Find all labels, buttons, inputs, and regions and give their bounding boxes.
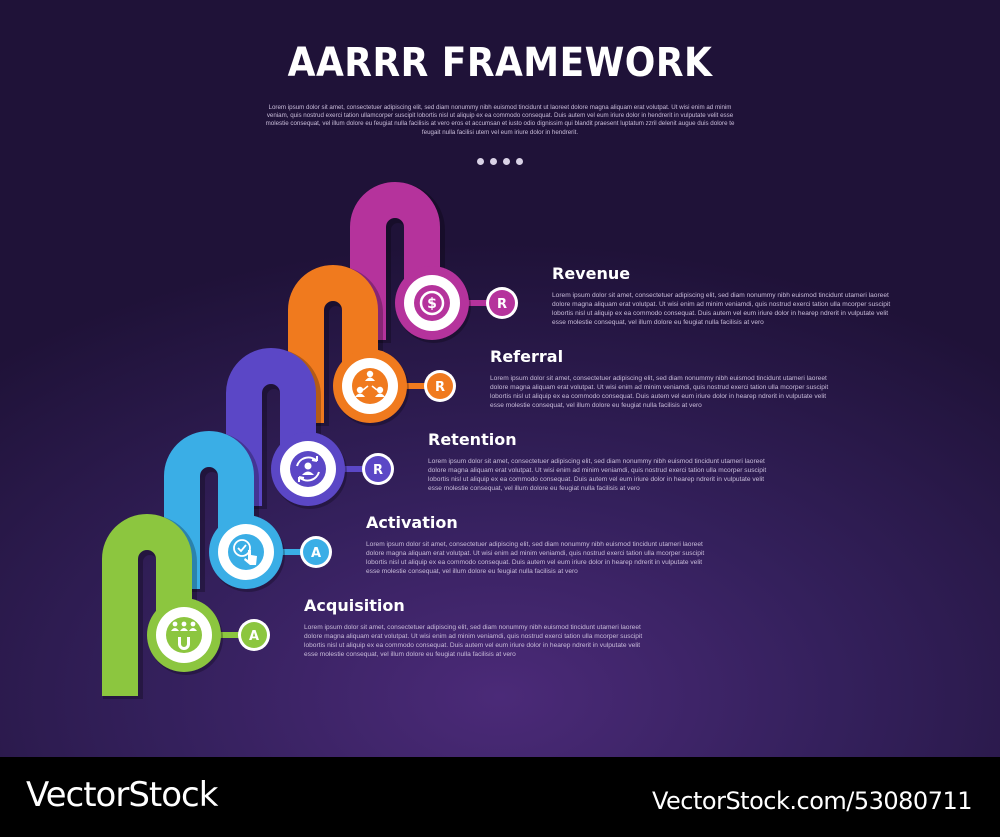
badge-acquisition (241, 622, 267, 648)
badge-retention (365, 456, 391, 482)
user-head (181, 621, 187, 627)
step-desc-revenue: Lorem ipsum dolor sit amet, consectetuer… (552, 292, 891, 326)
cycle-arc (298, 471, 320, 482)
pagination-dots (470, 158, 530, 170)
user-body (302, 471, 314, 475)
user-body (189, 628, 197, 631)
user-head (376, 386, 384, 394)
step-title-revenue: Revenue (552, 264, 631, 283)
step-desc-retention: Lorem ipsum dolor sit amet, consectetuer… (428, 458, 767, 492)
pipe-revenue (350, 182, 440, 340)
badge-letter-referral: R (435, 380, 445, 395)
dollar-glyph: $ (427, 296, 437, 312)
footer-id: VectorStock.com/53080711 (651, 787, 973, 815)
user-body (180, 628, 188, 631)
user-cycle-icon (296, 456, 320, 482)
user-head (172, 621, 178, 627)
staircase-diagram: AARR$R (102, 182, 518, 699)
coin-ring (419, 290, 445, 316)
badge-activation (303, 539, 329, 565)
user-head (190, 621, 196, 627)
step-title-acquisition: Acquisition (304, 596, 405, 615)
badge-letter-activation: A (311, 546, 321, 561)
check-mark (237, 544, 247, 553)
step-desc-acquisition: Lorem ipsum dolor sit amet, consectetuer… (304, 624, 643, 658)
step-title-activation: Activation (366, 513, 458, 532)
cycle-arrow (311, 456, 318, 462)
network-users-icon (355, 370, 385, 397)
dot (516, 158, 523, 165)
user-body (375, 393, 385, 397)
step-title-referral: Referral (490, 347, 564, 366)
step-retention: R (271, 432, 394, 509)
user-head (304, 462, 312, 470)
check-circle (233, 539, 251, 557)
page-title: AARRR FRAMEWORK (287, 40, 713, 86)
network-link (362, 385, 378, 391)
badge-letter-acquisition: A (249, 629, 259, 644)
user-head (356, 386, 364, 394)
intro-paragraph: Lorem ipsum dolor sit amet, consectetuer… (265, 104, 735, 136)
pipe-acquisition (102, 514, 192, 696)
infographic-canvas: AARRR FRAMEWORK Lorem ipsum dolor sit am… (0, 0, 1000, 757)
touch-check-icon (233, 539, 257, 565)
user-body (365, 377, 375, 381)
dot (477, 158, 484, 165)
footer-brand: VectorStock (26, 775, 218, 815)
node-core-revenue (414, 285, 450, 321)
step-revenue: $R (395, 266, 518, 343)
step-title-retention: Retention (428, 430, 517, 449)
hand-shape (244, 550, 257, 565)
pipe-referral (288, 265, 378, 423)
badge-referral (427, 373, 453, 399)
badge-letter-retention: R (373, 463, 383, 478)
pipe-layer (102, 182, 445, 699)
step-acquisition: A (147, 598, 270, 675)
magnet-shape (178, 637, 190, 650)
user-body (355, 393, 365, 397)
node-core-activation (228, 534, 264, 570)
magnet-users-icon (171, 621, 197, 650)
badge-letter-revenue: R (497, 297, 507, 312)
footer-bar: VectorStock VectorStock.com/53080711 (0, 757, 1000, 837)
pipe-activation (164, 431, 254, 589)
dollar-coin-icon: $ (419, 290, 445, 316)
cycle-arc (296, 456, 318, 467)
step-referral: R (333, 349, 456, 426)
dot (503, 158, 510, 165)
badge-revenue (489, 290, 515, 316)
step-desc-activation: Lorem ipsum dolor sit amet, consectetuer… (366, 541, 705, 575)
cycle-arrow (298, 476, 305, 482)
user-body (171, 628, 179, 631)
step-activation: A (209, 515, 332, 592)
dot (490, 158, 497, 165)
user-head (366, 370, 374, 378)
node-layer: AARR$R (147, 266, 518, 675)
step-desc-referral: Lorem ipsum dolor sit amet, consectetuer… (490, 375, 829, 409)
pipe-retention (226, 348, 316, 506)
